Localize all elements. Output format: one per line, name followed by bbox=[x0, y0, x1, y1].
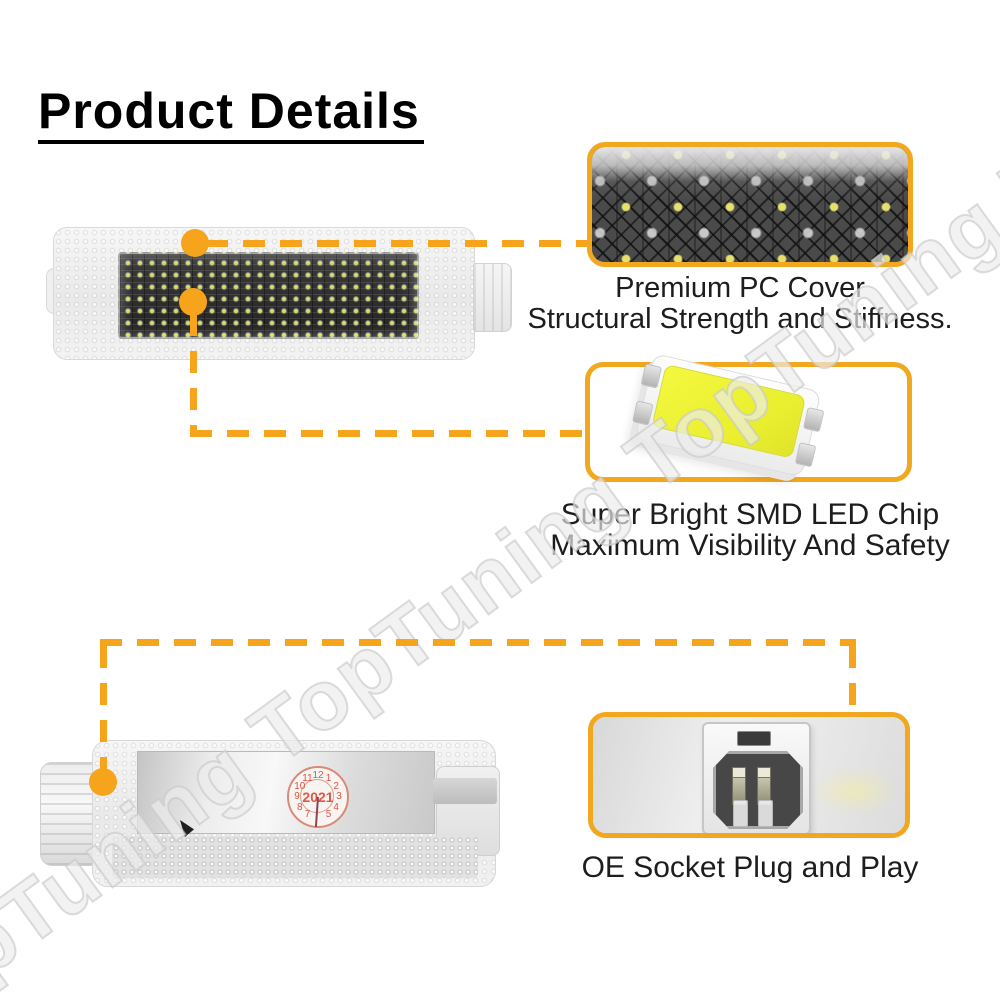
callout-dot-socket bbox=[89, 768, 117, 796]
date-stamp-dial-number: 8 bbox=[297, 801, 303, 813]
socket-prong-left bbox=[733, 800, 748, 827]
date-stamp-dial-number: 2 bbox=[333, 780, 339, 792]
callout-dot-pc-cover bbox=[181, 229, 209, 257]
lamp-front-led-panel bbox=[118, 252, 419, 339]
dashed-line-smd-chip-horizontal bbox=[190, 430, 585, 437]
dashed-line-smd-chip-vertical bbox=[190, 314, 197, 433]
socket-prong-right bbox=[758, 800, 773, 827]
socket-pin-tip bbox=[732, 767, 746, 778]
date-stamp-dial-number: 11 bbox=[302, 772, 313, 784]
lamp-back-stud-strip bbox=[112, 836, 478, 878]
caption-smd-chip: Super Bright SMD LED Chip Maximum Visibi… bbox=[520, 499, 980, 561]
socket-reflection bbox=[811, 767, 899, 815]
caption-oe-socket-line1: OE Socket Plug and Play bbox=[581, 851, 919, 884]
caption-pc-cover: Premium PC Cover Structural Strength and… bbox=[520, 273, 960, 335]
page-title: Product Details bbox=[38, 86, 424, 144]
detail-box-oe-socket bbox=[588, 712, 910, 838]
date-stamp-dial-number: 9 bbox=[294, 791, 300, 802]
date-stamp-dial-number: 4 bbox=[333, 801, 339, 813]
date-stamp-dial-number: 5 bbox=[325, 809, 332, 821]
date-stamp-dial-number: 7 bbox=[304, 809, 311, 821]
dashed-line-pc-cover bbox=[206, 240, 587, 247]
date-stamp-dial-number: 1 bbox=[325, 772, 332, 784]
caption-pc-cover-line2: Structural Strength and Stiffness. bbox=[527, 303, 953, 335]
smd-chip-contact bbox=[802, 406, 825, 433]
caption-smd-chip-line2: Maximum Visibility And Safety bbox=[550, 529, 950, 562]
detail-box-pc-cover bbox=[587, 142, 913, 267]
lamp-back-right-tab-band bbox=[433, 778, 497, 804]
dashed-line-socket-vertical-right bbox=[849, 646, 856, 712]
caption-oe-socket: OE Socket Plug and Play bbox=[520, 852, 980, 883]
dashed-line-socket-vertical-left bbox=[100, 646, 107, 772]
pc-cover-texture-image bbox=[592, 147, 908, 262]
socket-pin-tip bbox=[757, 767, 771, 778]
date-stamp-dial-number: 12 bbox=[312, 770, 324, 781]
callout-dot-smd-chip bbox=[179, 288, 207, 316]
date-stamp-dial-number: 3 bbox=[336, 791, 342, 802]
lamp-front-connector-tab bbox=[473, 263, 512, 332]
dashed-line-socket-horizontal bbox=[100, 639, 856, 646]
caption-smd-chip-line1: Super Bright SMD LED Chip bbox=[560, 498, 940, 531]
smd-chip-contact bbox=[794, 442, 817, 468]
socket-top-slot bbox=[737, 731, 771, 746]
caption-pc-cover-line1: Premium PC Cover bbox=[615, 272, 865, 304]
lamp-back-metal-plate bbox=[137, 751, 435, 834]
date-stamp-dial-number: 10 bbox=[294, 780, 306, 792]
